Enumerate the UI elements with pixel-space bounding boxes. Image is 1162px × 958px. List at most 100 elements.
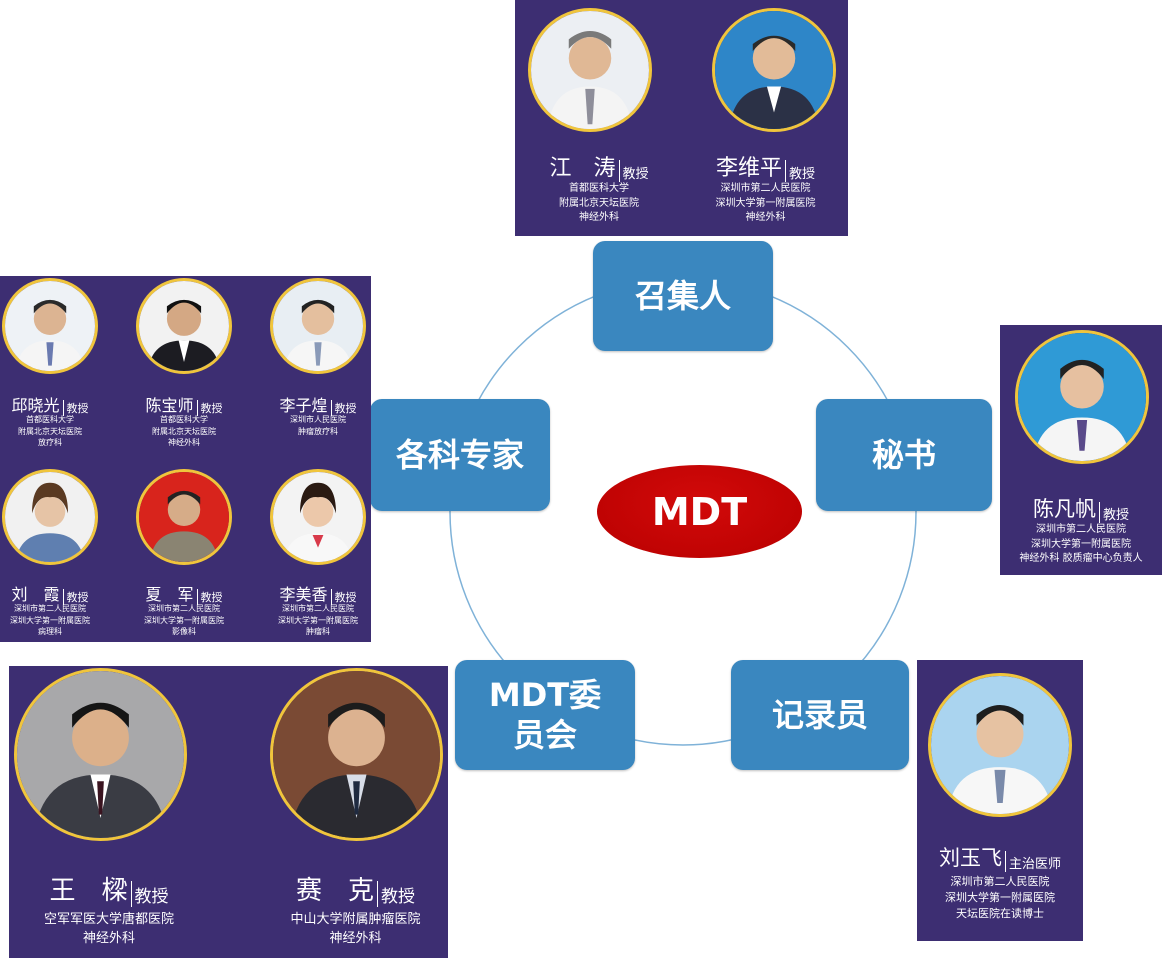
divider	[130, 881, 132, 907]
role-secretary-box: 秘书	[816, 399, 992, 511]
person-affiliation: 中山大学附属肿瘤医院 神经外科	[263, 911, 448, 949]
affil-line: 深圳大学第一附属医院	[945, 890, 1055, 904]
person-name: 赛 克	[295, 876, 374, 906]
affil-line: 深圳大学第一附属医院	[10, 615, 90, 625]
affil-line: 深圳市人民医院	[290, 415, 346, 424]
affil-line: 深圳大学第一附属医院	[278, 615, 358, 625]
divider	[62, 400, 64, 416]
affil-line: 神经外科 胶质瘤中心负责人	[1019, 553, 1143, 564]
affil-line: 深圳市第二人民医院	[1036, 524, 1126, 535]
divider	[330, 589, 332, 605]
person-affiliation: 深圳市第二人民医院 深圳大学第一附属医院 病理科	[0, 603, 100, 638]
person-name: 刘玉飞	[938, 846, 1002, 870]
affil-line: 影像科	[172, 627, 196, 637]
person-name: 王 樑	[49, 876, 128, 906]
avatar	[136, 278, 232, 374]
portrait-icon	[1018, 333, 1146, 461]
role-committee-box: MDT委员会	[455, 660, 635, 770]
person-title: 教授	[334, 402, 357, 415]
role-recorder-box: 记录员	[731, 660, 909, 770]
affil-line: 附属北京天坛医院	[18, 426, 82, 436]
avatar	[928, 673, 1072, 817]
role-committee-label: MDT委员会	[488, 676, 602, 754]
divider	[1004, 851, 1006, 872]
affil-line: 神经外科	[745, 212, 786, 223]
role-convener-box: 召集人	[593, 241, 773, 351]
role-experts-box: 各科专家	[370, 399, 550, 511]
committee-panel: 王 樑 教授 空军军医大学唐都医院 神经外科 赛 克教授 中山大学附属肿瘤医院 神…	[9, 666, 448, 958]
portrait-icon	[531, 11, 649, 129]
secretary-panel: 陈凡帆教授 深圳市第二人民医院 深圳大学第一附属医院 神经外科 胶质瘤中心负责人	[1000, 325, 1162, 575]
role-secretary-label: 秘书	[871, 436, 936, 474]
affil-line: 深圳市第二人民医院	[282, 604, 354, 613]
role-convener-label: 召集人	[634, 277, 731, 315]
name-line: 刘 霞教授	[0, 581, 100, 605]
person-title: 教授	[789, 167, 816, 182]
avatar	[270, 278, 366, 374]
person-name: 刘 霞	[11, 585, 60, 604]
person-affiliation: 首都医科大学 附属北京天坛医院 放疗科	[0, 414, 100, 449]
avatar	[528, 8, 652, 132]
affil-line: 放疗科	[38, 438, 62, 448]
avatar	[2, 278, 98, 374]
name-line: 陈宝师教授	[134, 392, 234, 416]
affil-line: 附属北京天坛医院	[152, 426, 216, 436]
affil-line: 神经外科	[168, 438, 200, 448]
name-line: 江 涛教授	[515, 150, 683, 182]
affil-line: 深圳大学第一附属医院	[1031, 538, 1131, 550]
role-recorder-label: 记录员	[771, 696, 868, 734]
divider	[618, 160, 620, 182]
person-title: 教授	[622, 167, 649, 182]
name-line: 李维平教授	[683, 150, 848, 182]
avatar	[2, 469, 98, 565]
divider	[377, 881, 378, 907]
recorder-panel: 刘玉飞主治医师 深圳市第二人民医院 深圳大学第一附属医院 天坛医院在读博士	[917, 660, 1083, 941]
affil-line: 深圳市第二人民医院	[950, 875, 1050, 888]
name-line: 夏 军教授	[134, 581, 234, 605]
avatar	[136, 469, 232, 565]
affil-line: 肿瘤科	[306, 627, 330, 637]
portrait-icon	[931, 676, 1069, 814]
affil-line: 深圳大学第一附属医院	[715, 197, 816, 209]
portrait-icon	[273, 472, 363, 562]
divider	[196, 589, 198, 605]
person-affiliation: 深圳市第二人民医院 深圳大学第一附属医院 肿瘤科	[268, 603, 368, 638]
avatar	[712, 8, 836, 132]
name-line: 邱晓光教授	[0, 392, 100, 416]
person-title: 教授	[66, 591, 89, 604]
name-line: 李子煌教授	[268, 392, 368, 416]
person-affiliation: 首都医科大学 附属北京天坛医院 神经外科	[134, 414, 234, 449]
person-title: 教授	[1102, 508, 1129, 523]
person-affiliation: 深圳市第二人民医院 深圳大学第一附属医院 神经外科	[683, 182, 848, 226]
person-title: 教授	[334, 591, 357, 604]
mdt-center-ellipse: MDT	[597, 465, 802, 558]
person-affiliation: 空军军医大学唐都医院 神经外科	[9, 911, 209, 949]
portrait-icon	[273, 671, 440, 838]
portrait-icon	[715, 11, 833, 129]
affil-line: 深圳市第二人民医院	[148, 604, 220, 613]
person-name: 江 涛	[549, 156, 616, 181]
affil-line: 附属北京天坛医院	[559, 197, 639, 209]
mdt-center-label: MDT	[651, 489, 748, 534]
person-title: 教授	[200, 402, 223, 415]
avatar	[14, 668, 187, 841]
person-name: 李美香	[279, 585, 328, 604]
person-title: 教授	[66, 402, 89, 415]
name-line: 赛 克教授	[263, 870, 448, 907]
person-title: 主治医师	[1008, 857, 1061, 872]
affil-line: 病理科	[38, 627, 62, 637]
portrait-icon	[5, 472, 95, 562]
person-affiliation: 深圳市第二人民医院 深圳大学第一附属医院 神经外科 胶质瘤中心负责人	[1000, 523, 1162, 567]
person-name: 李子煌	[279, 396, 328, 415]
affil-line: 肿瘤放疗科	[298, 426, 338, 436]
avatar	[270, 469, 366, 565]
name-line: 陈凡帆教授	[1000, 493, 1162, 523]
avatar	[270, 668, 443, 841]
person-title: 教授	[381, 887, 415, 907]
portrait-icon	[139, 281, 229, 371]
affil-line: 空军军医大学唐都医院	[43, 912, 174, 927]
divider	[196, 400, 198, 416]
person-title: 教授	[200, 591, 223, 604]
divider	[330, 400, 332, 416]
portrait-icon	[17, 671, 184, 838]
